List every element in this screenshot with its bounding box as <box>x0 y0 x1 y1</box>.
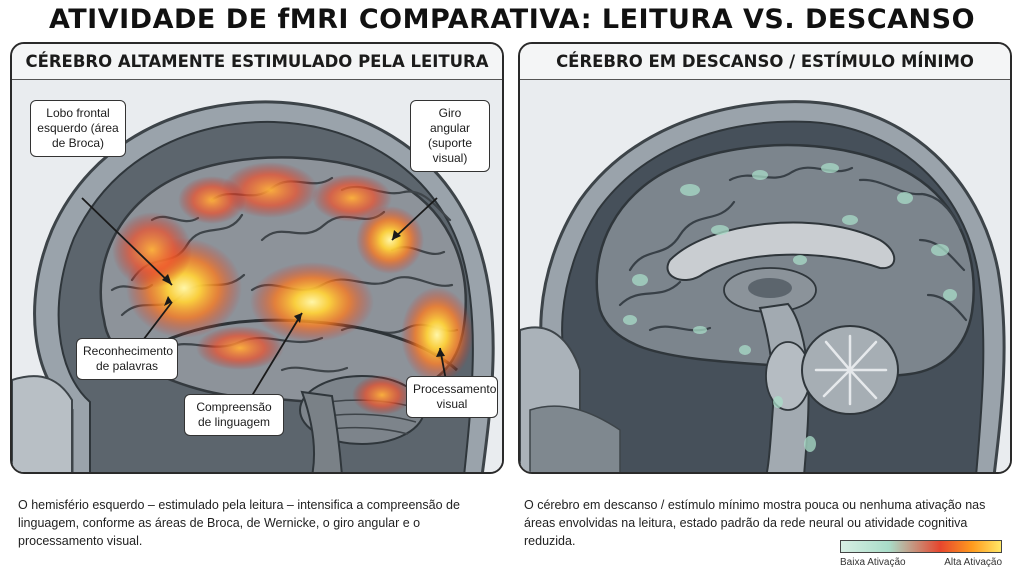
activation-legend: Baixa Ativação Alta Ativação <box>840 540 1002 572</box>
page-title: ATIVIDADE DE fMRI COMPARATIVA: LEITURA V… <box>48 4 976 35</box>
reading-caption: O hemisfério esquerdo – estimulado pela … <box>18 498 460 548</box>
resting-brain-illustration <box>520 80 1010 472</box>
callout-angular-gyrus: Giro angular (suporte visual) <box>410 100 490 172</box>
callout-visual-processing: Processamento visual <box>406 376 498 418</box>
callout-broca: Lobo frontal esquerdo (área de Broca) <box>30 100 126 157</box>
resting-caption: O cérebro em descanso / estímulo mínimo … <box>524 498 986 548</box>
callout-language-comprehension: Compreensão de linguagem <box>184 394 284 436</box>
reading-panel-heading: CÉREBRO ALTAMENTE ESTIMULADO PELA LEITUR… <box>12 44 502 80</box>
legend-low-label: Baixa Ativação <box>840 557 906 568</box>
resting-brain-panel: CÉREBRO EM DESCANSO / ESTÍMULO MÍNIMO <box>518 42 1012 474</box>
activation-color-scale <box>840 540 1002 553</box>
resting-panel-heading: CÉREBRO EM DESCANSO / ESTÍMULO MÍNIMO <box>520 44 1010 80</box>
legend-high-label: Alta Ativação <box>944 557 1002 568</box>
callout-word-recognition: Reconhecimento de palavras <box>76 338 178 380</box>
reading-brain-panel: CÉREBRO ALTAMENTE ESTIMULADO PELA LEITUR… <box>10 42 504 474</box>
